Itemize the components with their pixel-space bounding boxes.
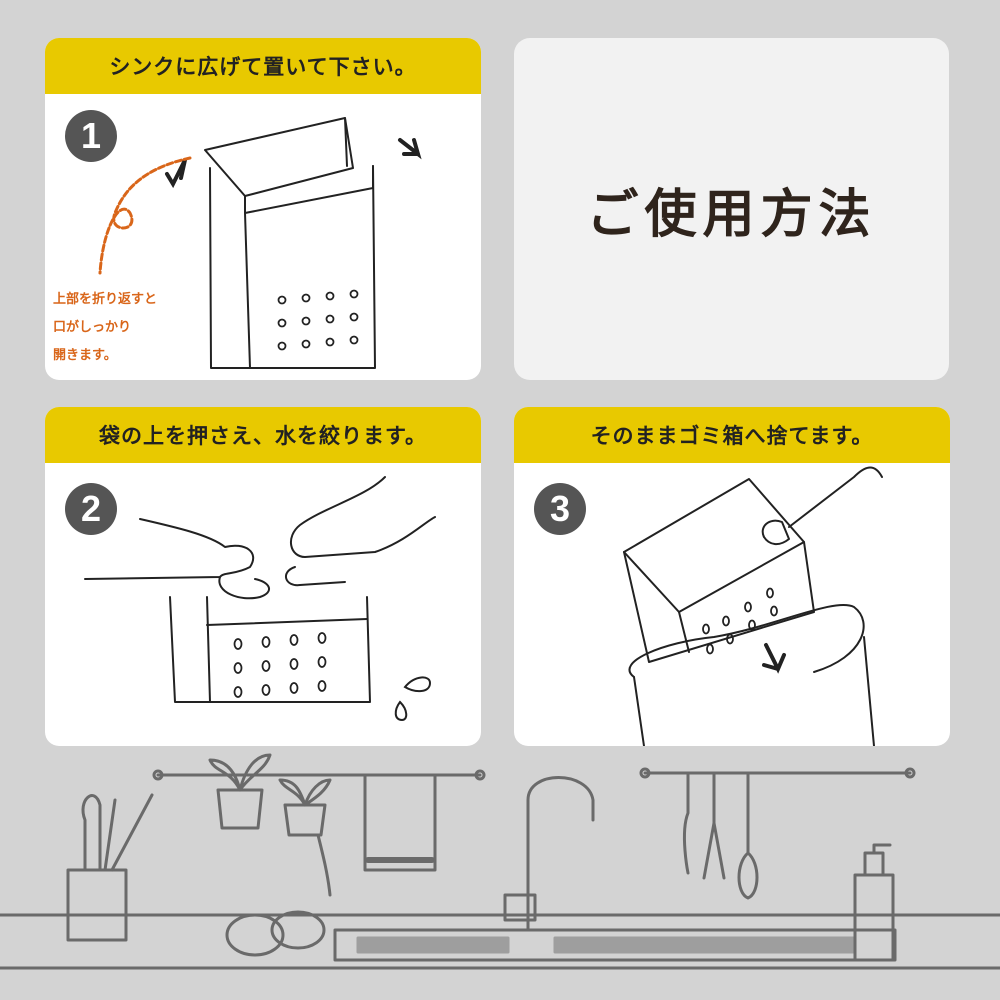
kitchen-background-illustration — [0, 753, 1000, 970]
bag-into-trash-illustration — [623, 466, 883, 746]
note-line: 上部を折り返すと — [53, 292, 158, 307]
hands-squeezing-bag-illustration — [84, 476, 436, 722]
step-3-header: そのままゴミ箱へ捨てます。 — [514, 407, 950, 463]
step-2-header: 袋の上を押さえ、水を絞ります。 — [45, 407, 481, 463]
page-title: ご使用方法 — [586, 184, 877, 245]
title-card: ご使用方法 — [514, 38, 949, 380]
step-1-header: シンクに広げて置いて下さい。 — [45, 38, 481, 94]
step-1-card: シンクに広げて置いて下さい。 1 上部を折り返すと 口がしっかり 開きます。 — [45, 38, 481, 380]
note-line: 開きます。 — [53, 348, 117, 363]
step-3-card: そのままゴミ箱へ捨てます。 3 — [514, 407, 950, 746]
step-2-card: 袋の上を押さえ、水を絞ります。 2 — [45, 407, 481, 746]
step-3-number: 3 — [534, 483, 586, 535]
step-1-note: 上部を折り返すと 口がしっかり 開きます。 — [53, 286, 203, 370]
note-line: 口がしっかり — [53, 320, 132, 335]
step-2-number: 2 — [65, 483, 117, 535]
step-1-number: 1 — [65, 110, 117, 162]
bag-open-illustration — [98, 117, 422, 369]
